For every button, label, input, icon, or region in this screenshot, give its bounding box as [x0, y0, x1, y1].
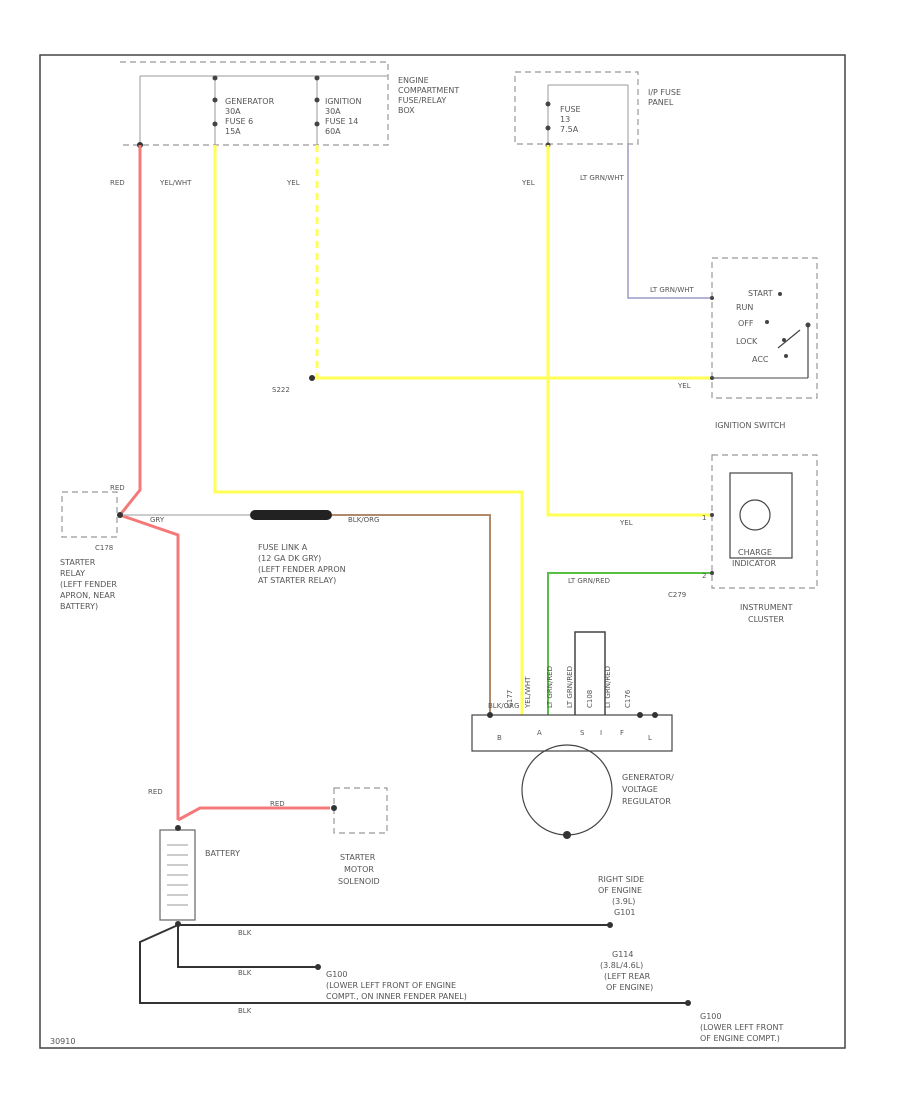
starter-relay-title: STARTER RELAY (LEFT FENDER APRON, NEAR B…	[60, 558, 119, 611]
starter-solenoid-label: STARTER MOTOR SOLENOID	[338, 853, 380, 886]
ignition-switch: START RUN OFF LOCK ACC IGNITION SWITCH	[710, 257, 818, 430]
ip-fuse-title: I/P FUSE PANEL	[648, 88, 684, 107]
ground-lowerleft-label: G100 (LOWER LEFT FRONT OF ENGINE COMPT.)	[700, 1012, 786, 1043]
fuse-relay-box: GENERATOR 30A FUSE 6 15A IGNITION 30A FU…	[120, 61, 462, 148]
battery: BATTERY	[159, 825, 240, 927]
gen-conn-c176: C176	[624, 689, 632, 708]
generator-terminals: B A S I F L	[497, 729, 652, 742]
label-yel-switch: YEL	[677, 382, 691, 390]
ground-g100-lowerleft	[685, 1000, 691, 1006]
terminal-bottom: 2	[702, 572, 706, 580]
label-red-solenoid: RED	[270, 800, 285, 808]
red-wire	[117, 145, 180, 820]
label-red-relay: RED	[110, 484, 125, 492]
instrument-cluster-title: INSTRUMENT CLUSTER	[740, 603, 795, 624]
fuse-ignition-label: IGNITION 30A FUSE 14 60A	[325, 97, 364, 136]
lt-grn-red-wire	[547, 572, 712, 715]
instrument-cluster: 1 2 CHARGE INDICATOR INSTRUMENT CLUSTER	[702, 454, 818, 624]
gen-conn-grn-1: LT GRN/RED	[546, 666, 554, 708]
ignition-positions: START RUN OFF LOCK ACC	[736, 289, 775, 364]
fuse-box-title: ENGINE COMPARTMENT FUSE/RELAY BOX	[398, 76, 462, 115]
gen-conn-c108: C108	[586, 690, 594, 708]
blk-ground-wire-2	[177, 925, 318, 968]
diagram-id: 30910	[50, 1037, 75, 1046]
blk-org-wire	[332, 514, 491, 715]
label-yel-indicator: YEL	[619, 519, 633, 527]
diagram-frame	[39, 54, 846, 1049]
label-c279: C279	[668, 591, 686, 599]
yel-ip-wire	[546, 145, 712, 517]
label-blk-1: BLK	[238, 929, 252, 937]
ground-g100	[315, 964, 321, 970]
label-red-upper: RED	[110, 179, 125, 187]
generator: BLK/ORG C177 YEL/WHT LT GRN/RED LT GRN/R…	[471, 666, 676, 839]
fuse-link	[250, 510, 332, 520]
label-lt-grn-wht-switch: LT GRN/WHT	[650, 286, 695, 294]
ignition-switch-title: IGNITION SWITCH	[715, 421, 785, 430]
label-red-battery: RED	[148, 788, 163, 796]
label-lt-grn-red: LT GRN/RED	[568, 577, 610, 585]
relay-connector: C178	[95, 544, 113, 552]
red-wire-solenoid	[177, 806, 330, 822]
gen-conn-yel-wht: YEL/WHT	[524, 676, 532, 709]
ip-fuse-panel: FUSE 13 7.5A I/P FUSE PANEL	[514, 71, 684, 148]
fuse-generator-label: GENERATOR 30A FUSE 6 15A	[225, 97, 277, 136]
generator-loop-wire	[574, 631, 606, 715]
gen-conn-grn-3: LT GRN/RED	[604, 666, 612, 708]
ground-lower-label: G100 (LOWER LEFT FRONT OF ENGINE COMPT.,…	[326, 970, 467, 1001]
gen-conn-c177: C177	[506, 690, 514, 708]
battery-label: BATTERY	[205, 849, 240, 858]
ground-g101	[607, 922, 613, 928]
label-lt-grn-wht-top: LT GRN/WHT	[580, 174, 625, 182]
blk-ground-wire-1	[139, 924, 688, 1004]
label-s222: S222	[272, 386, 290, 394]
charge-indicator-label: CHARGE INDICATOR	[732, 548, 776, 568]
fuse-link-label: FUSE LINK A (12 GA DK GRY) (LEFT FENDER …	[258, 543, 348, 585]
ground-rear-label: G114 (3.8L/4.6L) (LEFT REAR OF ENGINE)	[600, 950, 653, 992]
label-blk-2: BLK	[238, 969, 252, 977]
generator-connector-labels: BLK/ORG	[488, 702, 519, 710]
generator-label: GENERATOR/ VOLTAGE REGULATOR	[622, 773, 676, 806]
starter-solenoid: STARTER MOTOR SOLENOID	[331, 787, 388, 886]
label-blk-3: BLK	[238, 1007, 252, 1015]
ip-fuse-label: FUSE 13 7.5A	[560, 105, 583, 134]
label-yel-wht: YEL/WHT	[159, 179, 192, 187]
yel-wht-wire	[213, 145, 524, 715]
label-yel-ip: YEL	[521, 179, 535, 187]
gen-conn-grn-2: LT GRN/RED	[566, 666, 574, 708]
terminal-top: 1	[702, 514, 706, 522]
label-blk-org: BLK/ORG	[348, 516, 379, 524]
lt-grn-wht-wire	[627, 145, 712, 299]
ground-right-label: RIGHT SIDE OF ENGINE (3.9L) G101	[598, 875, 647, 917]
starter-relay: C178 STARTER RELAY (LEFT FENDER APRON, N…	[60, 491, 123, 611]
label-gry: GRY	[150, 516, 165, 524]
label-yel-ignition: YEL	[286, 179, 300, 187]
